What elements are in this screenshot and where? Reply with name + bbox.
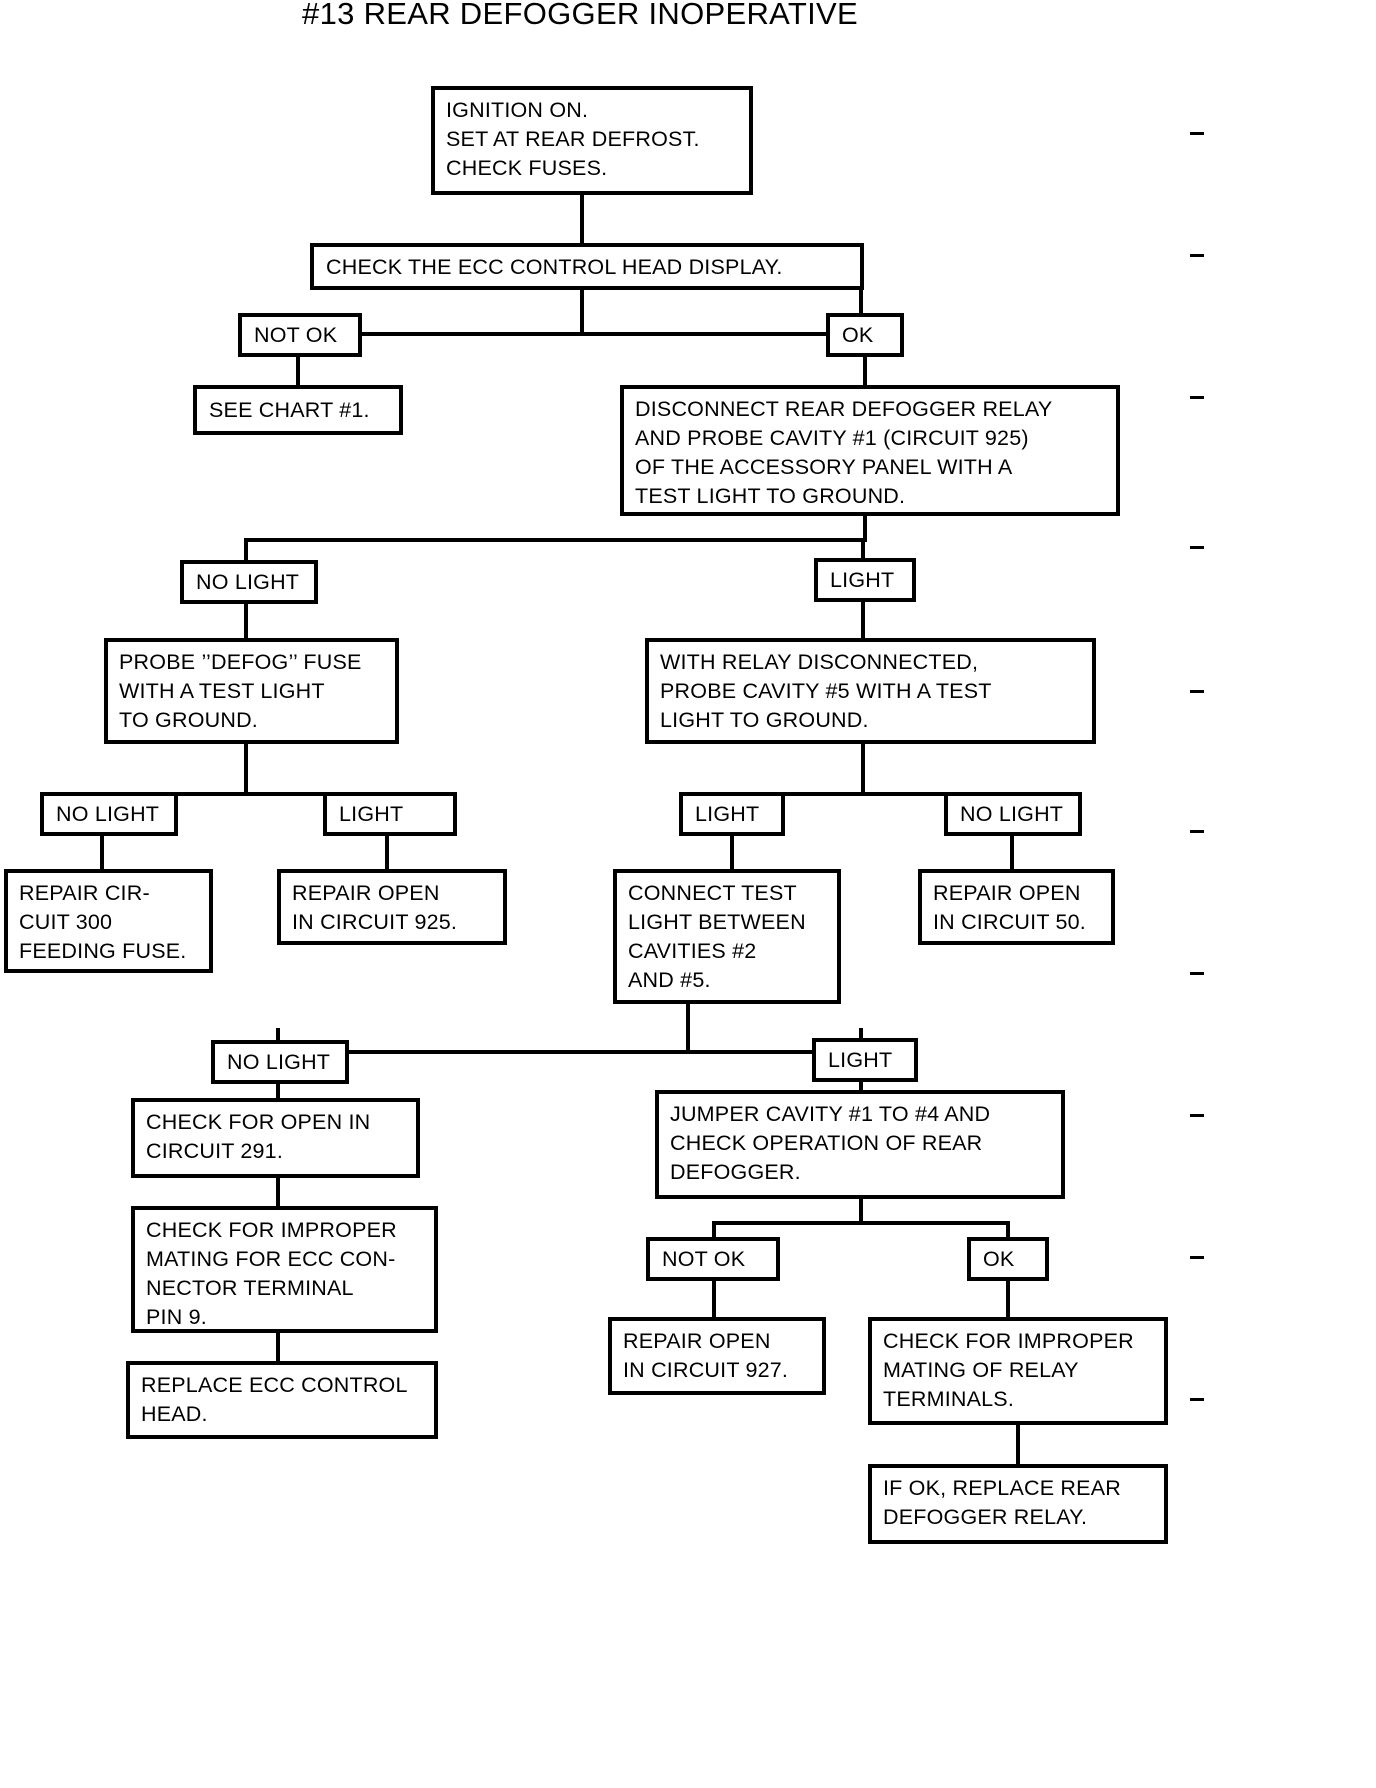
connector-disconnect-down — [863, 516, 867, 542]
node-no-light-4: NO LIGHT — [944, 792, 1082, 836]
connector-nolight3-down — [100, 836, 104, 871]
margin-tick — [1190, 396, 1204, 399]
margin-tick — [1190, 546, 1204, 549]
connector-nolight5-down — [276, 1084, 280, 1106]
node-light-3: LIGHT — [323, 792, 457, 836]
connector-291-to-mating — [276, 1178, 280, 1206]
node-light-4: LIGHT — [679, 792, 785, 836]
node-probe-defog-fuse: PROBE ’’DEFOG’’ FUSE WITH A TEST LIGHT T… — [104, 638, 399, 744]
node-ok-2: OK — [967, 1237, 1049, 1281]
node-jumper-cavity: JUMPER CAVITY #1 TO #4 AND CHECK OPERATI… — [655, 1090, 1065, 1199]
connector-level6-right-bar — [713, 792, 1058, 796]
margin-tick — [1190, 690, 1204, 693]
node-check-improper-mating-ecc: CHECK FOR IMPROPER MATING FOR ECC CON- N… — [131, 1206, 438, 1333]
node-no-light-2: NO LIGHT — [180, 560, 318, 604]
node-light-5: LIGHT — [812, 1038, 918, 1082]
connector-light2-down — [861, 602, 865, 638]
node-no-light-5: NO LIGHT — [211, 1040, 349, 1084]
connector-to-notok-2 — [712, 1221, 716, 1239]
connector-ok-to-disconnect — [863, 357, 867, 388]
margin-tick — [1190, 132, 1204, 135]
margin-tick — [1190, 972, 1204, 975]
node-repair-open-925: REPAIR OPEN IN CIRCUIT 925. — [277, 869, 507, 945]
node-check-ecc-display: CHECK THE ECC CONTROL HEAD DISPLAY. — [310, 243, 864, 290]
connector-to-ok — [859, 290, 863, 334]
node-with-relay-disconnected: WITH RELAY DISCONNECTED, PROBE CAVITY #5… — [645, 638, 1096, 744]
connector-probefuse-down — [244, 744, 248, 794]
margin-tick — [1190, 1398, 1204, 1401]
node-not-ok-2: NOT OK — [646, 1237, 780, 1281]
connector-to-ok-2 — [1006, 1221, 1010, 1239]
connector-ok2-down — [1006, 1281, 1010, 1317]
connector-light3-down — [385, 836, 389, 871]
node-see-chart-1: SEE CHART #1. — [193, 385, 403, 435]
node-no-light-3: NO LIGHT — [40, 792, 178, 836]
node-not-ok-1: NOT OK — [238, 313, 362, 357]
node-disconnect-relay: DISCONNECT REAR DEFOGGER RELAY AND PROBE… — [620, 385, 1120, 516]
node-repair-circuit-300: REPAIR CIR- CUIT 300 FEEDING FUSE. — [4, 869, 213, 973]
node-if-ok-replace-relay: IF OK, REPLACE REAR DEFOGGER RELAY. — [868, 1464, 1168, 1544]
margin-tick — [1190, 1256, 1204, 1259]
node-check-open-291: CHECK FOR OPEN IN CIRCUIT 291. — [131, 1098, 420, 1178]
node-repair-open-50: REPAIR OPEN IN CIRCUIT 50. — [918, 869, 1115, 945]
margin-tick — [1190, 830, 1204, 833]
node-light-2: LIGHT — [814, 558, 916, 602]
connector-level6-left-bar — [104, 792, 385, 796]
connector-connecttest-down — [686, 1004, 690, 1052]
connector-level4-bar — [244, 538, 865, 542]
connector-to-nolight-2 — [244, 538, 248, 564]
connector-level10-bar — [712, 1221, 1008, 1225]
node-check-improper-mating-relay: CHECK FOR IMPROPER MATING OF RELAY TERMI… — [868, 1317, 1168, 1425]
node-connect-test-light: CONNECT TEST LIGHT BETWEEN CAVITIES #2 A… — [613, 869, 841, 1004]
connector-mating-to-replace — [276, 1333, 280, 1361]
connector-level2-bar — [297, 332, 863, 336]
connector-to-light-2 — [861, 538, 865, 564]
connector-check-down — [580, 290, 584, 334]
connector-start-to-check — [580, 195, 584, 243]
node-ok-1: OK — [826, 313, 904, 357]
page-title: #13 REAR DEFOGGER INOPERATIVE — [302, 0, 858, 31]
connector-notok-to-seechart — [296, 357, 300, 388]
connector-notok2-down — [712, 1281, 716, 1317]
node-repair-open-927: REPAIR OPEN IN CIRCUIT 927. — [608, 1317, 826, 1395]
connector-nolight4-down — [1010, 836, 1014, 871]
margin-tick — [1190, 254, 1204, 257]
connector-jumper-down — [859, 1199, 863, 1223]
connector-level8-bar — [276, 1050, 861, 1054]
connector-relaydisc-down — [861, 744, 865, 794]
connector-nolight2-down — [244, 604, 248, 640]
margin-tick — [1190, 1114, 1204, 1117]
node-replace-ecc-head: REPLACE ECC CONTROL HEAD. — [126, 1361, 438, 1439]
node-ignition-on: IGNITION ON. SET AT REAR DEFROST. CHECK … — [431, 86, 753, 195]
connector-relaymating-down — [1016, 1425, 1020, 1467]
connector-light4-down — [730, 836, 734, 871]
